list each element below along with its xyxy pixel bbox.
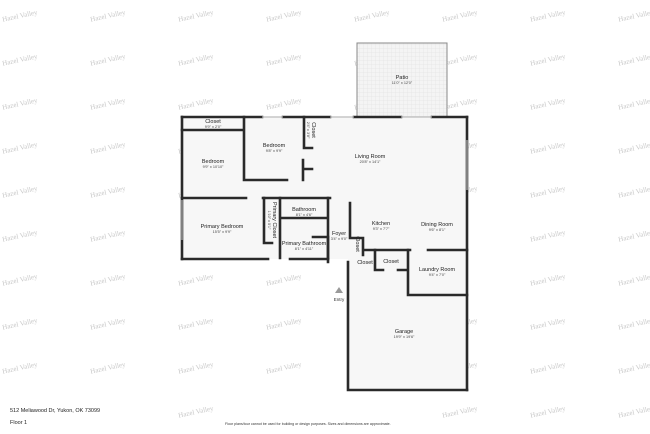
room-name: Foyer (331, 231, 347, 237)
room-dim: 9'4" x 7'0" (428, 273, 446, 277)
room-dim: 20'8" x 14'1" (359, 160, 381, 164)
room-dim: 2'4" x 3'8" (306, 121, 310, 139)
room-name: Primary Bathroom (281, 241, 327, 247)
room-name: Dining Room (421, 222, 453, 228)
room-name: Closet (357, 260, 373, 266)
room-name: Bedroom (201, 159, 225, 165)
room-dim: 8'1" x 4'6" (295, 213, 313, 217)
room-dim: 9'6" x 8'1" (428, 228, 446, 232)
room-name: Primary Closet (271, 201, 277, 239)
room-dim: 11'0" x 12'0" (391, 81, 413, 85)
room-dim: 9'3" x 7'7" (372, 227, 390, 231)
room-dim: 19'9" x 19'6" (393, 335, 415, 339)
room-dim: 3'4" x 9'0" (330, 237, 348, 241)
patio-area (356, 42, 448, 118)
room-name: Closet (354, 236, 360, 252)
room-name: Patio (395, 75, 409, 81)
room-dim: 8'1" x 4'11" (294, 247, 314, 251)
disclaimer: Floor plans/tour cannot be used for buil… (225, 422, 391, 426)
room-closet-b: Closet (383, 259, 399, 265)
room-dim: 9'9" x 10'10" (202, 165, 224, 169)
window-line (181, 116, 468, 240)
room-name: Bathroom (292, 207, 316, 213)
room-name: Closet (383, 259, 399, 265)
garage-floor (348, 203, 467, 390)
room-dim: 9'9" x 2'0" (204, 125, 222, 129)
room-name: Kitchen (371, 221, 391, 227)
room-name: Bedroom (262, 143, 286, 149)
room-closet-a: Closet (357, 260, 373, 266)
room-name: Primary Bedroom (200, 224, 244, 230)
room-name: Living Room (354, 154, 386, 160)
room-closet-foyer: Closet (354, 236, 360, 252)
room-name: Garage (394, 329, 414, 335)
entry-arrow-icon (335, 287, 343, 293)
floor-label: Floor 1 (10, 420, 28, 426)
room-dim: 15'5" x 9'9" (212, 230, 232, 234)
address: 512 Meliawood Dr, Yukon, OK 73099 (10, 408, 101, 414)
room-name: Closet (205, 119, 221, 125)
room-name: Laundry Room (418, 267, 456, 273)
entry-label: Entry (333, 297, 345, 302)
room-dim: 9'8" x 9'9" (265, 149, 283, 153)
room-name: Closet (310, 122, 316, 138)
